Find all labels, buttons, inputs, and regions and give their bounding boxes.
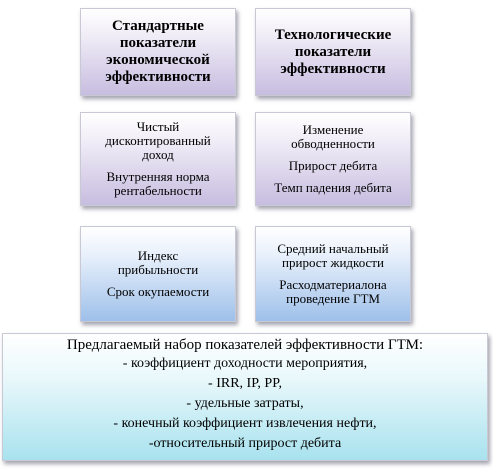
npv-irr-box: Чистый дисконтированный доход Внутренняя… bbox=[80, 112, 236, 206]
pi-line-1: Индекс bbox=[137, 248, 179, 263]
npv-line-3: доход bbox=[142, 147, 174, 162]
pi-line-2: прибыльности bbox=[117, 262, 199, 277]
gtm-cost-line-2: проведение ГТМ bbox=[286, 291, 380, 306]
economic-indicators-header: Стандартные показатели экономической эфф… bbox=[80, 8, 236, 96]
payback-period-text: Срок окупаемости bbox=[106, 284, 210, 299]
technological-header-line-2: показатели bbox=[294, 43, 372, 60]
technological-indicators-header: Технологические показатели эффективности bbox=[255, 8, 411, 96]
technological-header-line-1: Технологические bbox=[274, 26, 392, 43]
economic-header-line-1: Стандартные bbox=[112, 18, 204, 34]
irr-line-2: рентабельности bbox=[114, 183, 202, 198]
proposed-item-1: - коэффициент доходности мероприятия, bbox=[122, 356, 368, 371]
water-cut-line-2: обводненности bbox=[291, 136, 375, 151]
proposed-item-2: - IRR, IP, PP, bbox=[208, 376, 282, 391]
gtm-cost-line-1: Расходматериалона bbox=[279, 277, 387, 292]
proposed-indicators-title: Предлагаемый набор показателей эффективн… bbox=[66, 337, 424, 353]
economic-header-line-2: показатели bbox=[119, 35, 197, 51]
economic-header-line-4: эффективности bbox=[105, 69, 211, 85]
proposed-indicators-box: Предлагаемый набор показателей эффективн… bbox=[2, 333, 488, 461]
water-cut-line-1: Изменение bbox=[302, 122, 364, 137]
economic-header-line-3: экономической bbox=[106, 52, 210, 68]
water-cut-rate-box: Изменение обводненности Прирост дебита Т… bbox=[255, 112, 411, 206]
npv-line-2: дисконтированный bbox=[105, 133, 211, 148]
liquid-gain-line-1: Средний начальный bbox=[277, 241, 389, 256]
npv-line-1: Чистый bbox=[136, 119, 180, 134]
rate-increase-text: Прирост дебита bbox=[288, 158, 378, 173]
liquid-gain-cost-box: Средний начальный прирост жидкости Расхо… bbox=[255, 226, 411, 322]
proposed-item-3: - удельные затраты, bbox=[186, 396, 304, 411]
irr-line-1: Внутренняя норма bbox=[106, 169, 210, 184]
proposed-item-5: -относительный прирост дебита bbox=[148, 436, 342, 451]
proposed-item-4: - конечный коэффициент извлечения нефти, bbox=[113, 416, 377, 431]
liquid-gain-line-2: прирост жидкости bbox=[282, 255, 384, 270]
profitability-payback-box: Индекс прибыльности Срок окупаемости bbox=[80, 226, 236, 322]
decline-rate-text: Темп падения дебита bbox=[274, 180, 392, 195]
technological-header-line-3: эффективности bbox=[280, 60, 386, 77]
